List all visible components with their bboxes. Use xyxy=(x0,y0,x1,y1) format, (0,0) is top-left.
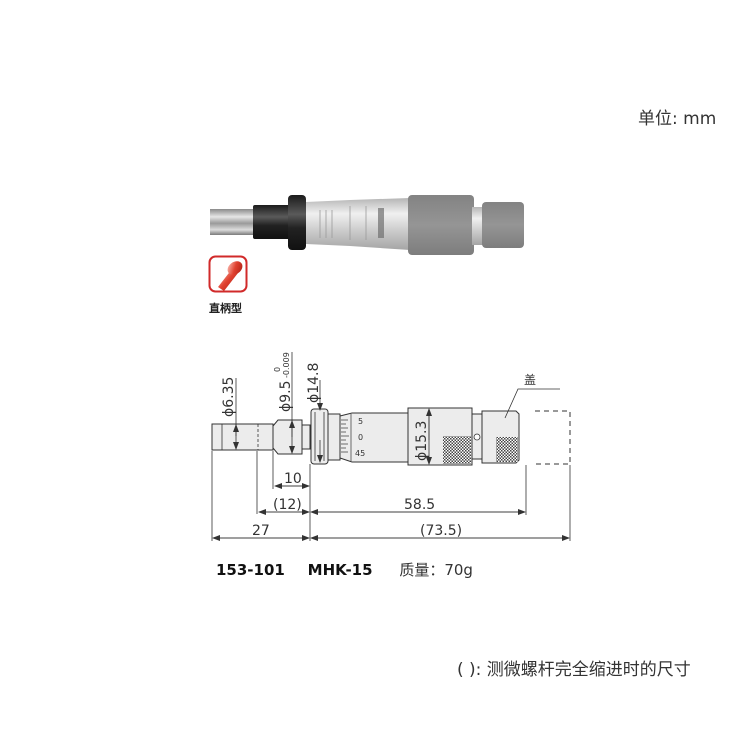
model-code: 153-101 xyxy=(216,561,285,579)
dim-stem-diameter: ϕ9.5 xyxy=(278,381,294,413)
model-line: 153-101 MHK-15 质量：70g xyxy=(216,559,473,580)
unit-label: 单位: mm xyxy=(638,109,717,129)
footnote: ( ): 测微螺杆完全缩进时的尺寸 xyxy=(457,660,691,680)
model-name: MHK-15 xyxy=(307,561,373,579)
spindle xyxy=(211,423,274,451)
product-photo xyxy=(210,195,524,255)
scale-mark-5: 5 xyxy=(358,417,363,426)
dim-58-5: 58.5 xyxy=(404,497,435,513)
dim-stem-tol-upper: 0 xyxy=(273,367,282,372)
dim-73-5: (73.5) xyxy=(420,523,462,539)
spindle-shape xyxy=(210,209,255,235)
dim-thimble-diameter: ϕ15.3 xyxy=(414,421,430,461)
dim-10: 10 xyxy=(284,471,302,487)
model-mass: 质量：70g xyxy=(399,561,473,579)
scale-mark-0: 0 xyxy=(358,433,363,442)
dim-12: (12) xyxy=(273,497,302,513)
straight-stem-icon xyxy=(208,255,248,293)
scale-mark-45: 45 xyxy=(355,449,365,458)
cap-label: 盖 xyxy=(524,373,536,387)
dim-stem-tol-lower: -0.009 xyxy=(282,352,291,378)
dim-nut-diameter: ϕ14.8 xyxy=(306,363,322,403)
dim-27: 27 xyxy=(252,523,270,539)
badge-label: 直柄型 xyxy=(209,302,242,315)
dim-spindle-diameter: ϕ6.35 xyxy=(221,377,237,417)
